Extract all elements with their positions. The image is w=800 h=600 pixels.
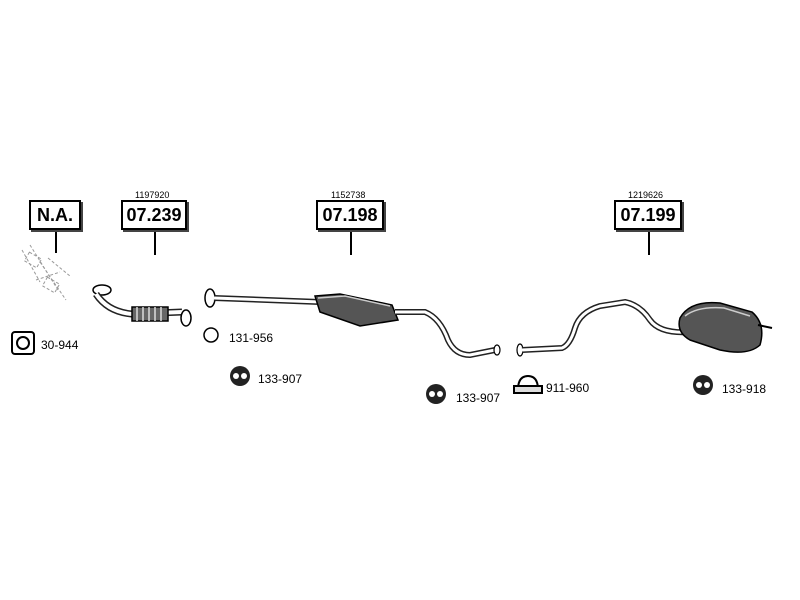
assembly-ref-07-199: 1219626 [628,190,664,200]
part-label-911-960: 911-960 [546,381,590,395]
assembly-box-07-239: 07.239 [121,200,187,230]
assembly-ref-07-239: 1197920 [135,190,170,200]
front-pipe-07-239 [92,284,192,327]
part-label-133-918: 133-918 [722,382,767,396]
part-label-131-956: 131-956 [229,331,274,345]
assembly-box-na: N.A. [29,200,81,230]
assembly-box-07-199: 07.199 [614,200,682,230]
clamp-911-960 [513,374,543,394]
na-sketch [21,244,71,301]
mount-133-907-a [230,366,250,386]
ring-131-956 [203,327,219,343]
part-label-30-944: 30-944 [41,338,79,352]
rear-pipe-07-199 [516,298,773,357]
part-label-133-907-b: 133-907 [456,391,501,405]
center-pipe-07-198 [204,288,501,359]
assembly-box-07-198: 07.198 [316,200,384,230]
part-label-133-907-a: 133-907 [258,372,303,386]
mount-133-918 [693,375,713,395]
mount-133-907-b [426,384,446,404]
assembly-ref-07-198: 1152738 [331,190,366,200]
gasket-30-944 [11,331,35,355]
